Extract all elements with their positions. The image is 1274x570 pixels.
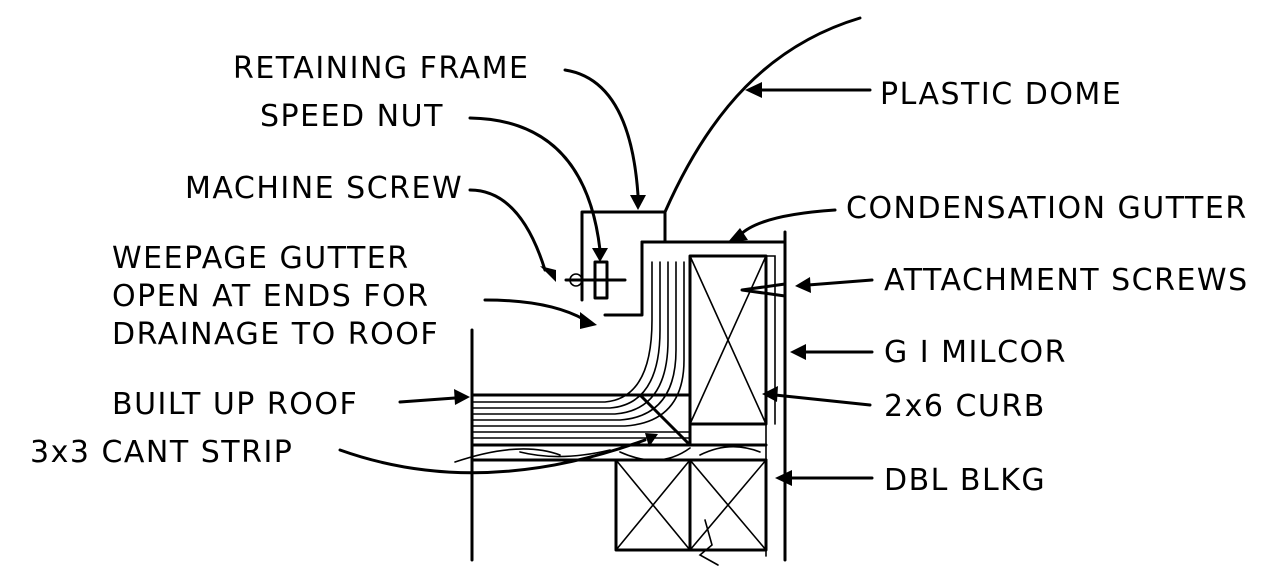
label-machine-screw: MACHINE SCREW: [185, 171, 463, 206]
label-cant-strip: 3x3 CANT STRIP: [30, 435, 293, 470]
label-weepage-line2: OPEN AT ENDS FOR: [112, 279, 429, 314]
label-speed-nut: SPEED NUT: [260, 99, 444, 134]
machine-screw-hardware: [564, 260, 627, 300]
label-dbl-blkg: DBL BLKG: [884, 463, 1046, 498]
plastic-dome-shape: [663, 16, 862, 214]
label-weepage-line3: DRAINAGE TO ROOF: [112, 317, 439, 352]
cant-strip-shape: [638, 393, 692, 447]
leader-lines: [338, 68, 874, 486]
label-weepage-line1: WEEPAGE GUTTER: [112, 241, 410, 276]
label-built-up-roof: BUILT UP ROOF: [112, 387, 358, 422]
label-retaining-frame: RETAINING FRAME: [233, 51, 529, 86]
label-plastic-dome: PLASTIC DOME: [880, 77, 1122, 112]
label-condensation-gutter: CONDENSATION GUTTER: [846, 191, 1248, 226]
retaining-frame-shape: [580, 210, 667, 317]
attachment-screw-shape: [740, 282, 787, 298]
label-gi-milcor: G I MILCOR: [884, 335, 1067, 370]
base-flashing-shape: [471, 261, 685, 427]
curb-shape: [688, 254, 768, 426]
label-curb: 2x6 CURB: [884, 389, 1046, 424]
break-symbol: [698, 519, 719, 566]
label-attachment-screws: ATTACHMENT SCREWS: [884, 263, 1249, 298]
